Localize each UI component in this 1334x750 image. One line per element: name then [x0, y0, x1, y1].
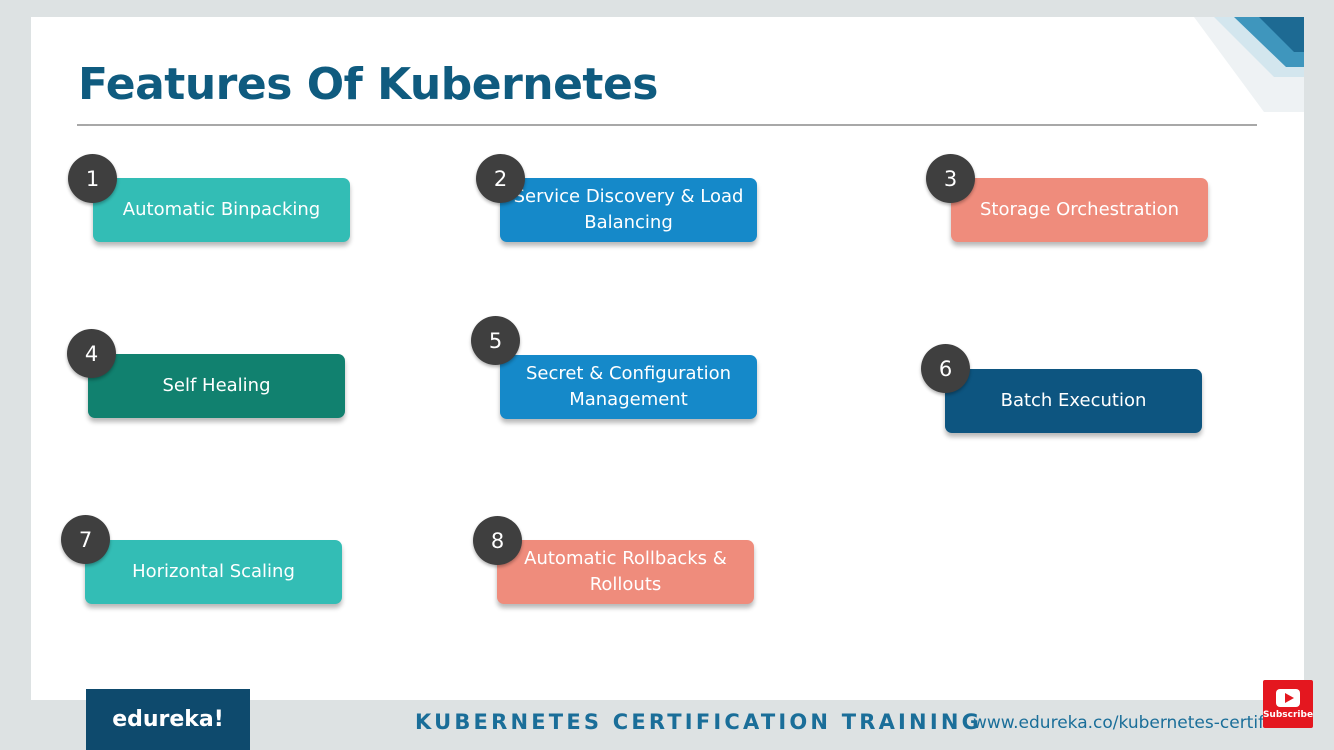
feature-number-badge: 4 [67, 329, 116, 378]
feature-number-badge: 7 [61, 515, 110, 564]
feature-label: Storage Orchestration [979, 199, 1180, 220]
feature-label: Self Healing [162, 375, 271, 396]
feature-number-badge: 2 [476, 154, 525, 203]
feature-box: Horizontal Scaling [85, 540, 342, 604]
feature-number-badge: 3 [926, 154, 975, 203]
feature-label: Horizontal Scaling [132, 561, 295, 582]
feature-label: Automatic Rollbacks & Rollouts [524, 548, 727, 595]
feature-box: Automatic Binpacking [93, 178, 350, 242]
feature-label: Batch Execution [1000, 390, 1147, 411]
feature-label: Automatic Binpacking [122, 199, 321, 220]
course-url[interactable]: www.edureka.co/kubernetes-certification [973, 713, 1303, 733]
feature-label: Secret & Configuration Management [525, 363, 732, 410]
course-title: KUBERNETES CERTIFICATION TRAINING [415, 710, 983, 734]
page-title: Features Of Kubernetes [78, 59, 659, 110]
feature-box: Batch Execution [945, 369, 1202, 433]
edureka-logo: edureka! [86, 689, 250, 750]
feature-box: Storage Orchestration [951, 178, 1208, 242]
brand-name: edureka! [112, 707, 224, 732]
subscribe-label: Subscribe [1262, 709, 1314, 720]
title-divider [77, 124, 1257, 126]
feature-label: Service Discovery & Load Balancing [513, 186, 744, 233]
feature-number-badge: 5 [471, 316, 520, 365]
corner-decoration [1194, 17, 1304, 112]
feature-box: Service Discovery & Load Balancing [500, 178, 757, 242]
feature-number-badge: 6 [921, 344, 970, 393]
feature-box: Secret & Configuration Management [500, 355, 757, 419]
feature-box: Self Healing [88, 354, 345, 418]
feature-number-badge: 8 [473, 516, 522, 565]
feature-box: Automatic Rollbacks & Rollouts [497, 540, 754, 604]
feature-number-badge: 1 [68, 154, 117, 203]
subscribe-button[interactable]: Subscribe [1263, 680, 1313, 728]
youtube-play-icon [1276, 688, 1300, 707]
